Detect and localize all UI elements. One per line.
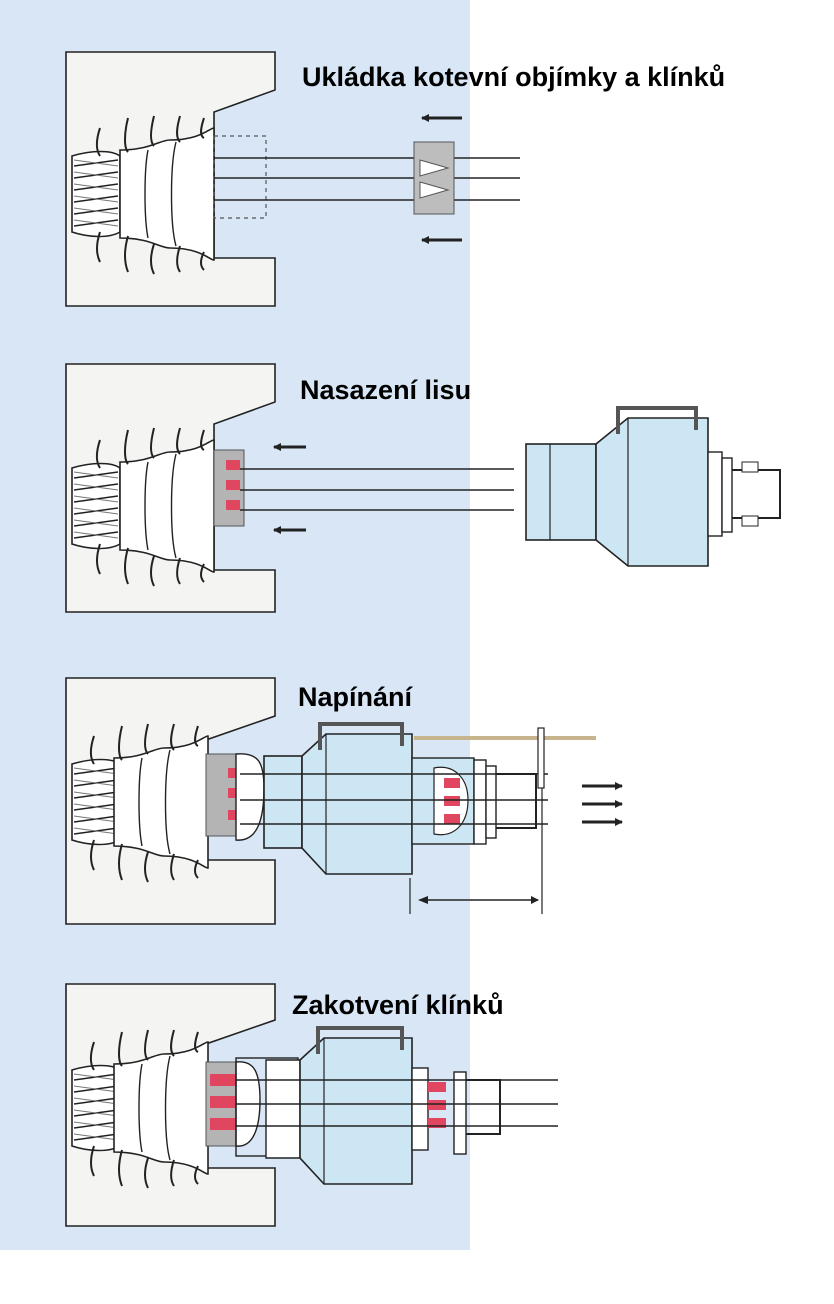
step-3-wedges-rear bbox=[444, 778, 460, 824]
step-3-gauge-clamp bbox=[537, 727, 545, 789]
step-4-spiral bbox=[71, 1064, 121, 1152]
step-2-spiral bbox=[71, 462, 121, 550]
step-3-hydraulic-jack bbox=[235, 722, 537, 875]
step-1-dashed-anchor-outline bbox=[213, 135, 267, 219]
step-1: Ukládka kotevní objímky a klínků bbox=[0, 0, 725, 320]
step-1-spiral bbox=[71, 150, 121, 238]
step-4-hydraulic-jack bbox=[235, 1026, 501, 1185]
step-3-measure-arrow-left bbox=[418, 896, 428, 904]
step-2-strands bbox=[240, 468, 514, 511]
step-1-wedges bbox=[419, 159, 450, 199]
step-1-title: Ukládka kotevní objímky a klínků bbox=[302, 62, 725, 92]
step-1-strands bbox=[214, 157, 520, 201]
step-4-strands bbox=[236, 1079, 558, 1127]
step-3-title: Napínání bbox=[298, 682, 414, 712]
step-4-wedges-rear bbox=[428, 1082, 446, 1128]
step-3: Napínání bbox=[0, 628, 623, 958]
step-4: Zakotvení klínků bbox=[0, 928, 558, 1250]
step-1-anchor-sleeve bbox=[413, 141, 455, 215]
step-2-wedges bbox=[226, 460, 240, 510]
step-4-title: Zakotvení klínků bbox=[292, 990, 504, 1020]
step-3-strands bbox=[240, 773, 548, 825]
step-3-spiral bbox=[71, 758, 121, 846]
step-2: Nasazení lisu bbox=[0, 312, 781, 652]
step-4-wedges-front bbox=[210, 1074, 236, 1130]
step-2-title: Nasazení lisu bbox=[300, 375, 471, 405]
step-2-hydraulic-jack bbox=[525, 406, 781, 567]
